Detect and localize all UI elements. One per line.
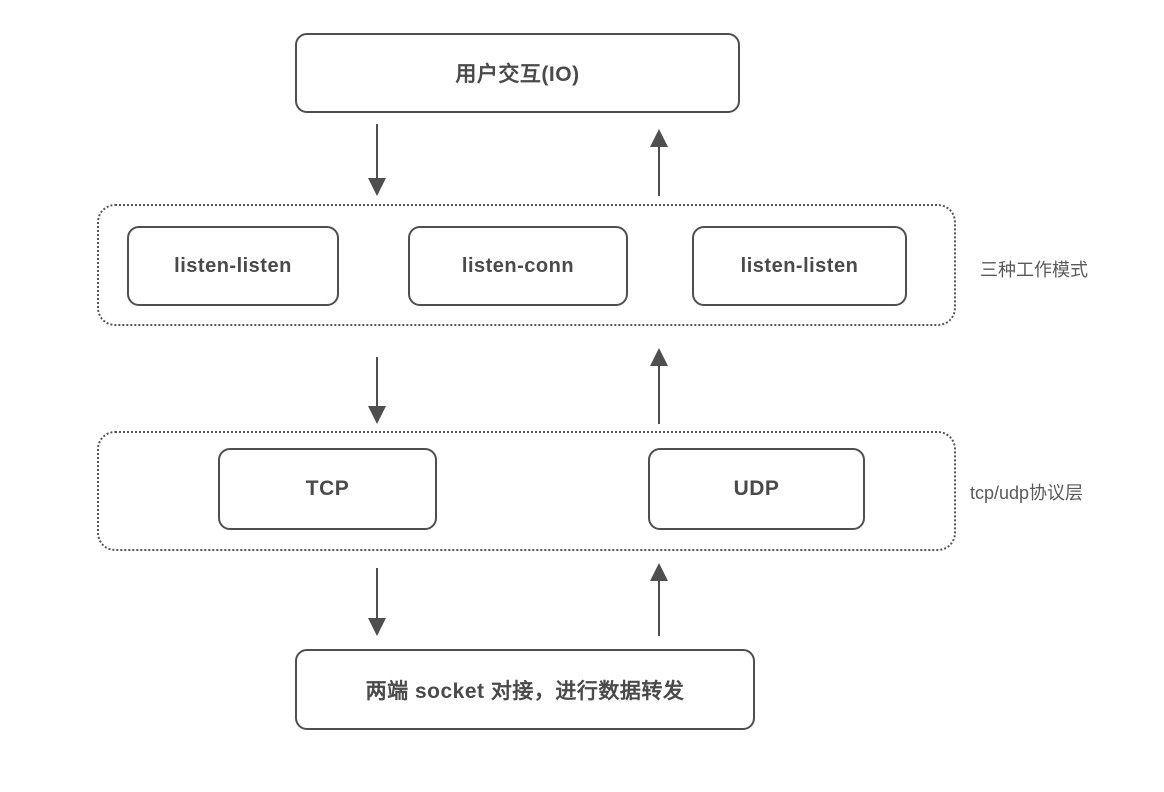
udp-box: UDP	[648, 448, 865, 530]
mode-box-listen-listen-1: listen-listen	[127, 226, 339, 306]
protocol-layer-label: tcp/udp协议层	[970, 483, 1084, 503]
mode-box-listen-conn: listen-conn	[408, 226, 628, 306]
user-io-box: 用户交互(IO)	[295, 33, 740, 113]
modes-layer-label: 三种工作模式	[980, 260, 1088, 280]
socket-forward-box: 两端 socket 对接，进行数据转发	[295, 649, 755, 730]
modes-layer-group	[97, 204, 956, 326]
mode-box-listen-listen-2: listen-listen	[692, 226, 907, 306]
tcp-box: TCP	[218, 448, 437, 530]
protocol-layer-group	[97, 431, 956, 551]
